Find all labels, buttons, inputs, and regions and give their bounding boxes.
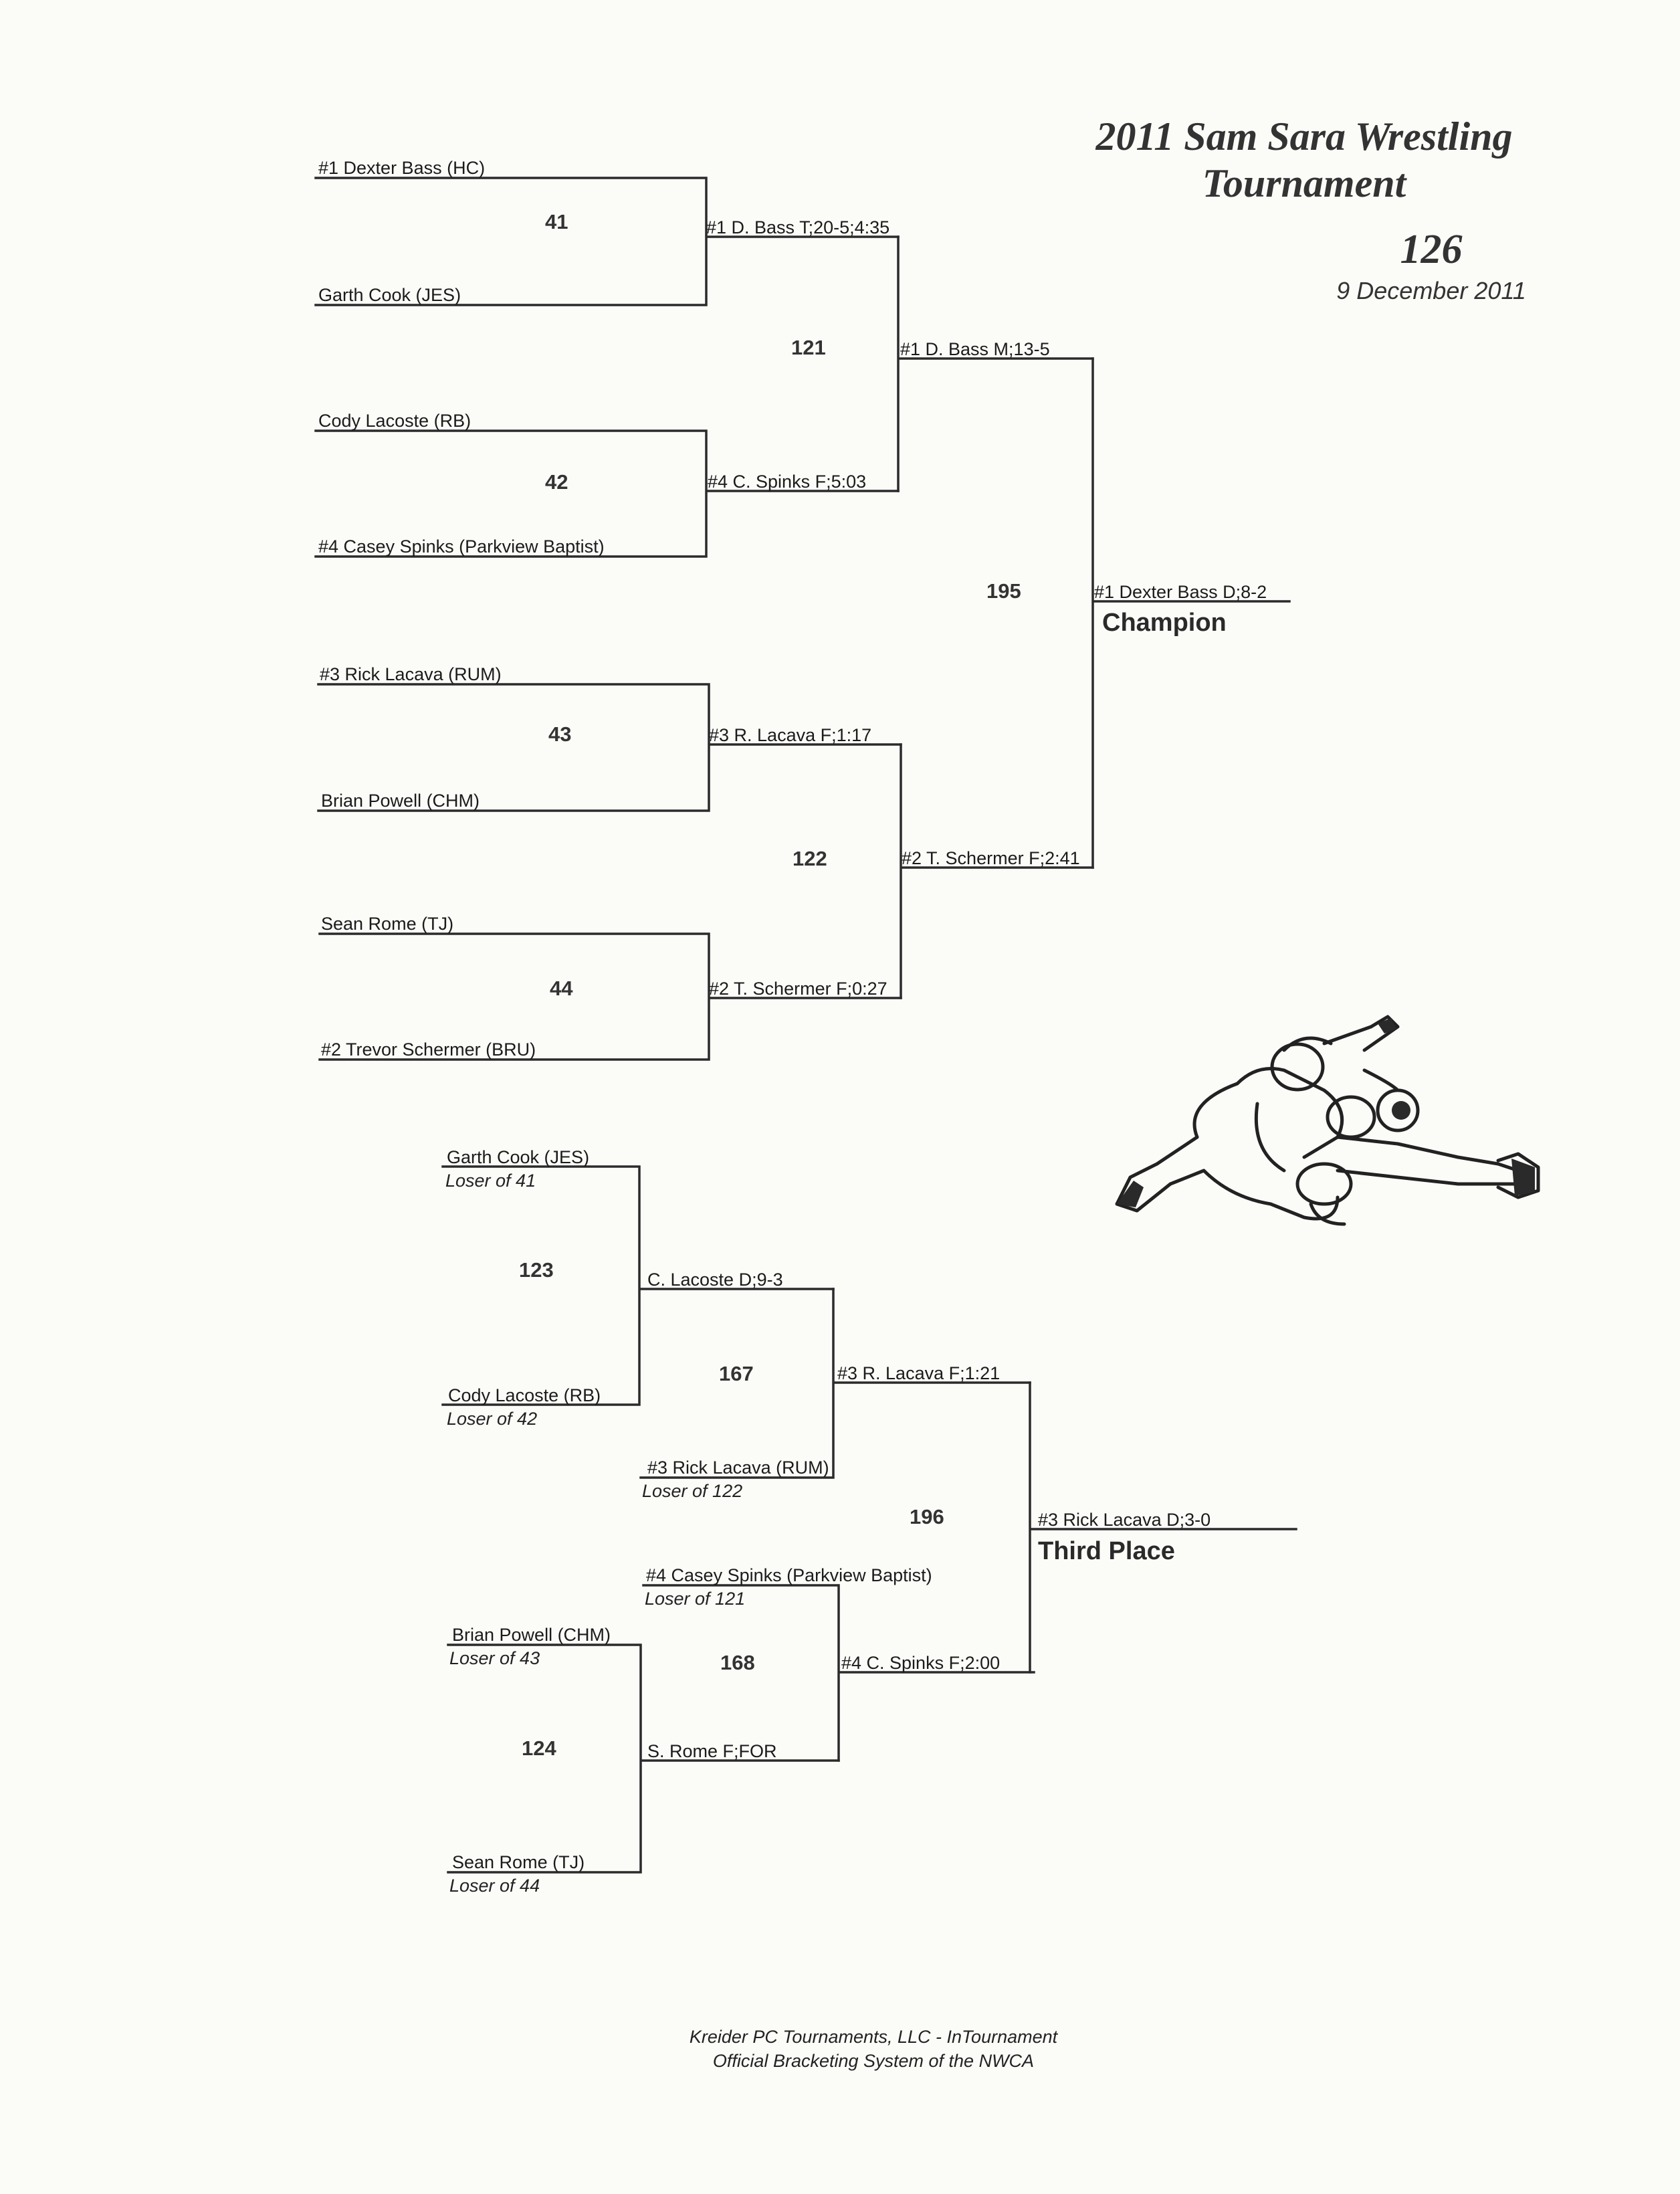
match-number-167: 167: [719, 1362, 754, 1385]
loser-of-41: Loser of 41: [445, 1171, 536, 1191]
entrant-41-top: #1 Dexter Bass (HC): [318, 158, 486, 178]
match-number-168: 168: [720, 1651, 755, 1674]
result-41: #1 D. Bass T;20-5;4:35: [706, 217, 890, 237]
bracket-line-match-168: [642, 1584, 1035, 1762]
match-number-41: 41: [545, 210, 568, 233]
bracket-line-match-44: [318, 932, 902, 1061]
entrant-44-top: Sean Rome (TJ): [321, 914, 454, 934]
weight-class: 126: [1400, 227, 1463, 272]
loser-of-121: Loser of 121: [645, 1589, 746, 1609]
tournament-title-line2: Tournament: [1202, 161, 1406, 205]
loser-of-44: Loser of 44: [449, 1876, 540, 1896]
match-number-124: 124: [522, 1736, 556, 1760]
bracket-line-match-196: [1029, 1381, 1297, 1674]
loser-of-42: Loser of 42: [447, 1409, 538, 1429]
third-place-result: #3 Rick Lacava D;3-0: [1038, 1510, 1211, 1530]
footer-line2: Official Bracketing System of the NWCA: [712, 2051, 1035, 2071]
footer-line1: Kreider PC Tournaments, LLC - InTourname…: [689, 2027, 1058, 2047]
champion-label: Champion: [1102, 609, 1227, 637]
third-place-label: Third Place: [1038, 1537, 1175, 1565]
tournament-date: 9 December 2011: [1336, 277, 1526, 304]
result-122: #2 T. Schermer F;2:41: [902, 848, 1080, 868]
match-number-44: 44: [550, 977, 573, 1000]
match-number-122: 122: [793, 847, 827, 870]
entrant-123-top: Garth Cook (JES): [447, 1147, 590, 1167]
entrant-44-bottom: #2 Trevor Schermer (BRU): [321, 1039, 536, 1060]
result-168: #4 C. Spinks F;2:00: [841, 1653, 1001, 1673]
match-number-43: 43: [548, 722, 572, 746]
entrant-124-top: Brian Powell (CHM): [452, 1625, 611, 1645]
tournament-title-line1: 2011 Sam Sara Wrestling: [1095, 114, 1513, 159]
result-44: #2 T. Schermer F;0:27: [709, 979, 887, 999]
entrant-43-top: #3 Rick Lacava (RUM): [320, 664, 502, 684]
result-124: S. Rome F;FOR: [647, 1741, 777, 1761]
entrant-42-bottom: #4 Casey Spinks (Parkview Baptist): [318, 536, 605, 557]
entrant-42-top: Cody Lacoste (RB): [318, 411, 471, 431]
result-121: #1 D. Bass M;13-5: [900, 339, 1050, 359]
entrant-124-bottom: Sean Rome (TJ): [452, 1852, 585, 1872]
result-43: #3 R. Lacava F;1:17: [709, 725, 872, 745]
match-number-123: 123: [519, 1258, 554, 1282]
bracket-line-match-121: [897, 235, 1094, 492]
match-number-196: 196: [910, 1505, 944, 1528]
match-number-195: 195: [986, 579, 1021, 603]
bracket-line-match-42: [314, 429, 900, 558]
bracket-line-match-43: [317, 683, 902, 812]
bracket-line-match-122: [900, 743, 1094, 999]
loser-of-43: Loser of 43: [449, 1648, 540, 1668]
bracket-line-match-195: [1091, 357, 1291, 869]
entrant-167: #3 Rick Lacava (RUM): [647, 1458, 829, 1478]
entrant-168: #4 Casey Spinks (Parkview Baptist): [646, 1565, 932, 1585]
bracket-line-match-124: [447, 1643, 840, 1874]
bracket-line-match-167: [639, 1288, 1031, 1479]
wrestlers-illustration: [1115, 1015, 1540, 1226]
match-number-121: 121: [791, 336, 826, 359]
match-number-42: 42: [545, 470, 568, 494]
result-167: #3 R. Lacava F;1:21: [837, 1363, 1001, 1383]
bracket-line-match-41: [314, 177, 900, 306]
entrant-43-bottom: Brian Powell (CHM): [321, 791, 480, 811]
result-123: C. Lacoste D;9-3: [647, 1270, 783, 1290]
bracket-line-match-123: [441, 1165, 835, 1406]
entrant-123-bottom: Cody Lacoste (RB): [448, 1385, 601, 1405]
loser-of-122: Loser of 122: [642, 1481, 743, 1501]
entrant-41-bottom: Garth Cook (JES): [318, 285, 461, 305]
champion-result: #1 Dexter Bass D;8-2: [1094, 582, 1267, 602]
result-42: #4 C. Spinks F;5:03: [708, 472, 867, 492]
